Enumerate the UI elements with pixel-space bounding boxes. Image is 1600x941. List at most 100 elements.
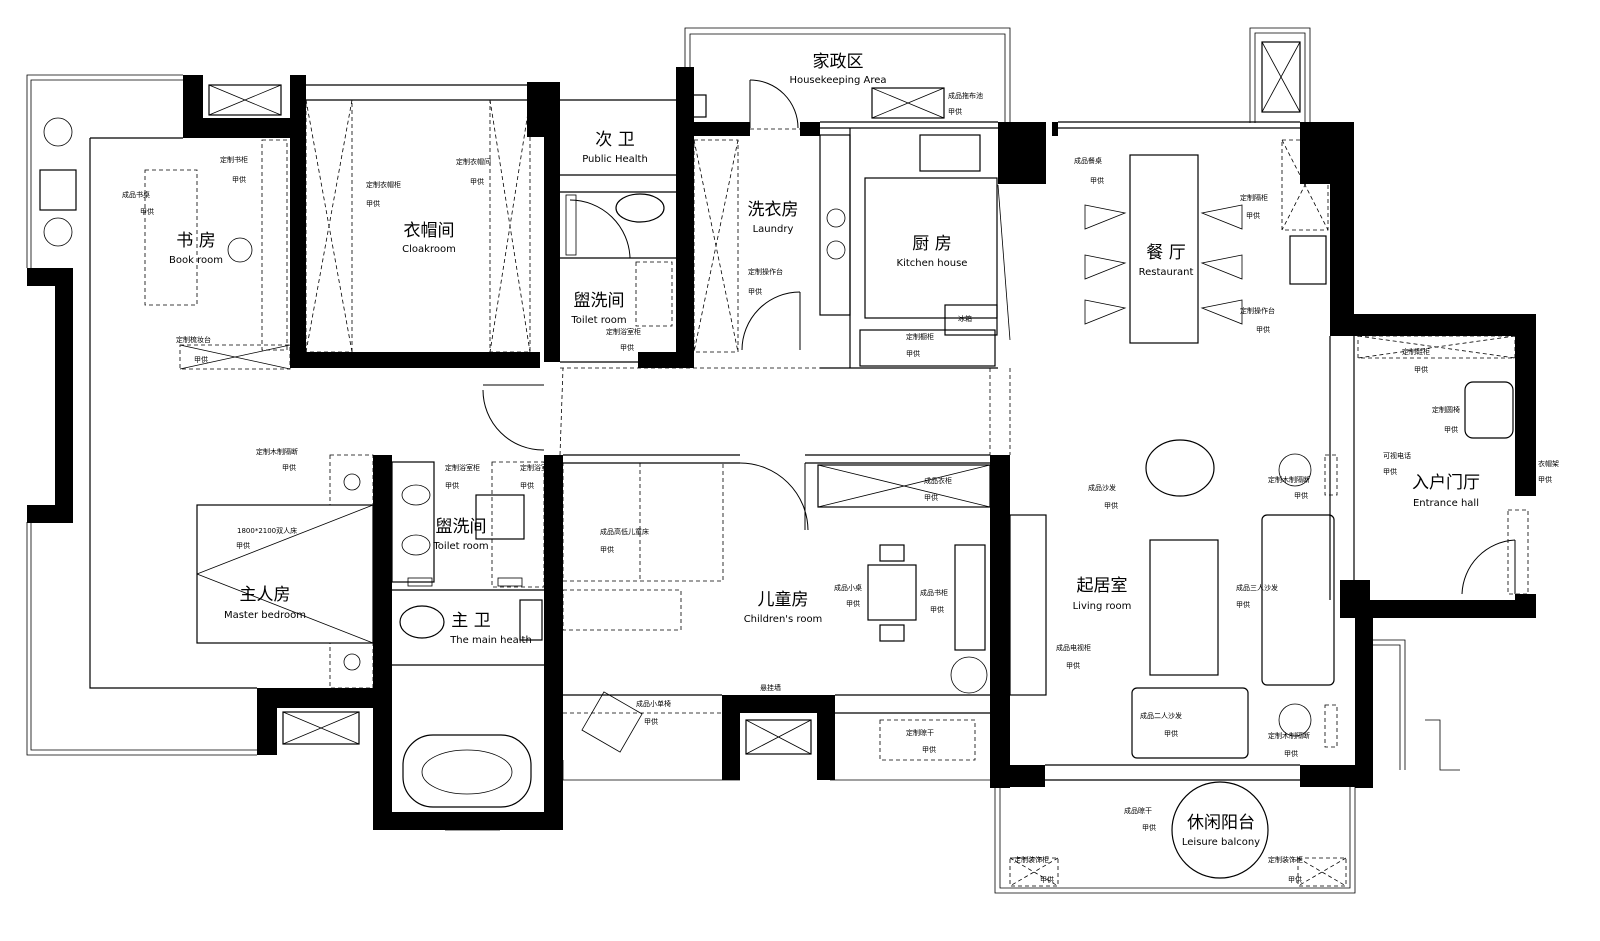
note-supply: 甲供	[366, 199, 380, 208]
note-bookshelf: 成品书柜	[920, 588, 948, 597]
note-supply: 甲供	[1246, 211, 1260, 220]
public-health-en: Public Health	[582, 154, 648, 165]
cloakroom-cn: 衣帽间	[404, 221, 455, 241]
note-supply: 甲供	[1288, 875, 1302, 884]
master-bedroom-cn: 主人房	[240, 585, 291, 605]
kitchen-cn: 厨 房	[912, 234, 951, 254]
note-armchair: 定制圆椅	[1432, 405, 1460, 414]
note-small-stool: 成品小单椅	[636, 699, 671, 708]
toilet-room-2-cn: 盥洗间	[436, 517, 487, 537]
note-supply: 甲供	[948, 107, 962, 116]
note-sideboard: 成品餐桌	[1074, 156, 1102, 165]
note-suspended-wall: 悬挂墙	[760, 683, 781, 692]
note-supply: 甲供	[1142, 823, 1156, 832]
note-dry-rack-2: 定制晾干	[906, 728, 934, 737]
note-wood-partition-2: 定制木制隔断	[1268, 731, 1310, 740]
note-supply: 甲供	[1294, 491, 1308, 500]
note-supply: 甲供	[520, 481, 534, 490]
note-supply: 甲供	[1090, 176, 1104, 185]
dashed-openings	[559, 128, 1011, 714]
cloakroom-en: Cloakroom	[402, 244, 456, 255]
note-supply: 甲供	[236, 541, 250, 550]
note-bookcase: 定制书柜	[220, 155, 248, 164]
entrance-hall-en: Entrance hall	[1413, 498, 1479, 509]
note-bath-cabinet-2: 定制浴室柜	[445, 463, 480, 472]
toilet-room-1-cn: 盥洗间	[574, 291, 625, 311]
note-desk: 成品书桌	[122, 190, 150, 199]
note-supply: 甲供	[922, 745, 936, 754]
note-supply: 甲供	[770, 699, 784, 708]
note-supply: 甲供	[1066, 661, 1080, 670]
living-room-en: Living room	[1073, 601, 1132, 612]
master-bedroom-en: Master bedroom	[224, 610, 306, 621]
note-high-low-bed: 成品高低儿童床	[600, 527, 649, 536]
toilet-room-2-en: Toilet room	[432, 541, 488, 552]
note-wardrobe: 定制衣帽柜	[366, 180, 401, 189]
leisure-balcony-cn: 休闲阳台	[1187, 813, 1255, 833]
living-room-cn: 起居室	[1077, 576, 1128, 596]
note-supply: 甲供	[620, 343, 634, 352]
note-laundry-table: 定制操作台	[748, 267, 783, 276]
note-supply: 甲供	[194, 355, 208, 364]
entrance-hall-cn: 入户门厅	[1412, 473, 1480, 493]
note-supply: 甲供	[846, 599, 860, 608]
note-supply: 甲供	[1383, 467, 1397, 476]
note-supply: 甲供	[1284, 749, 1298, 758]
note-supply: 甲供	[1236, 600, 1250, 609]
walls	[27, 67, 1536, 830]
note-partition: 定制隔柜	[1240, 193, 1268, 202]
public-health-cn: 次 卫	[595, 130, 634, 150]
note-three-sofa: 成品三人沙发	[1236, 583, 1278, 592]
note-supply: 甲供	[748, 287, 762, 296]
note-supply: 甲供	[1040, 875, 1054, 884]
note-bath-cabinet-1: 定制浴室柜	[606, 327, 641, 336]
note-supply: 甲供	[1104, 501, 1118, 510]
window-boxes	[39, 41, 1301, 755]
main-health-cn: 主 卫	[451, 611, 490, 631]
note-dry-rack: 成品晾干	[1124, 806, 1152, 815]
note-bed-size: 1800*2100双人床	[237, 526, 297, 535]
fixtures	[144, 79, 1531, 887]
note-wood-partition-3: 定制木制隔断	[256, 447, 298, 456]
note-supply: 甲供	[600, 545, 614, 554]
children-room-en: Children's room	[744, 614, 823, 625]
note-wood-partition-1: 定制木制隔断	[1268, 475, 1310, 484]
note-cabinet: 定制橱柜	[906, 332, 934, 341]
note-supply: 甲供	[644, 717, 658, 726]
children-room-cn: 儿童房	[758, 590, 809, 610]
note-supply: 甲供	[1256, 325, 1270, 334]
note-two-sofa: 成品二人沙发	[1140, 711, 1182, 720]
note-supply: 甲供	[924, 493, 938, 502]
note-supply: 甲供	[445, 481, 459, 490]
note-decor-cabinet-1: 定制装饰柜	[1014, 855, 1049, 864]
restaurant-cn: 餐 厅	[1146, 243, 1185, 263]
note-supply: 甲供	[930, 605, 944, 614]
note-decor-cabinet-2: 定制装饰柜	[1268, 855, 1303, 864]
note-supply: 甲供	[1538, 475, 1552, 484]
note-shoe-rack: 衣帽架	[1538, 459, 1559, 468]
note-intercom: 可视电话	[1383, 451, 1411, 460]
note-hat-cabinet: 定制衣帽间	[456, 157, 491, 166]
note-mop-pool: 成品拖布池	[948, 91, 983, 100]
note-wardrobe-2: 成品衣柜	[924, 476, 952, 485]
book-room-en: Book room	[169, 255, 223, 266]
book-room-cn: 书 房	[176, 231, 215, 251]
housekeeping-cn: 家政区	[813, 52, 864, 72]
toilet-room-1-en: Toilet room	[570, 315, 626, 326]
note-supply: 甲供	[1164, 729, 1178, 738]
interior-lines	[89, 84, 1355, 781]
note-fridge: 冰箱	[958, 314, 972, 323]
kitchen-en: Kitchen house	[897, 258, 968, 269]
main-health-en: The main health	[449, 635, 532, 646]
note-supply: 甲供	[1414, 365, 1428, 374]
note-shoe-cabinet: 定制鞋柜	[1402, 347, 1430, 356]
housekeeping-en: Housekeeping Area	[789, 75, 886, 86]
annotation-notes: 成品拖布池 甲供 定制书柜 甲供 成品书桌 甲供 定制梳妆台 甲供 定制衣帽柜 …	[122, 91, 1559, 884]
note-study-table: 定制梳妆台	[176, 335, 211, 344]
note-supply: 甲供	[232, 175, 246, 184]
leisure-balcony-en: Leisure balcony	[1182, 837, 1260, 848]
note-supply: 甲供	[140, 207, 154, 216]
laundry-cn: 洗衣房	[748, 200, 799, 220]
note-supply: 甲供	[1444, 425, 1458, 434]
